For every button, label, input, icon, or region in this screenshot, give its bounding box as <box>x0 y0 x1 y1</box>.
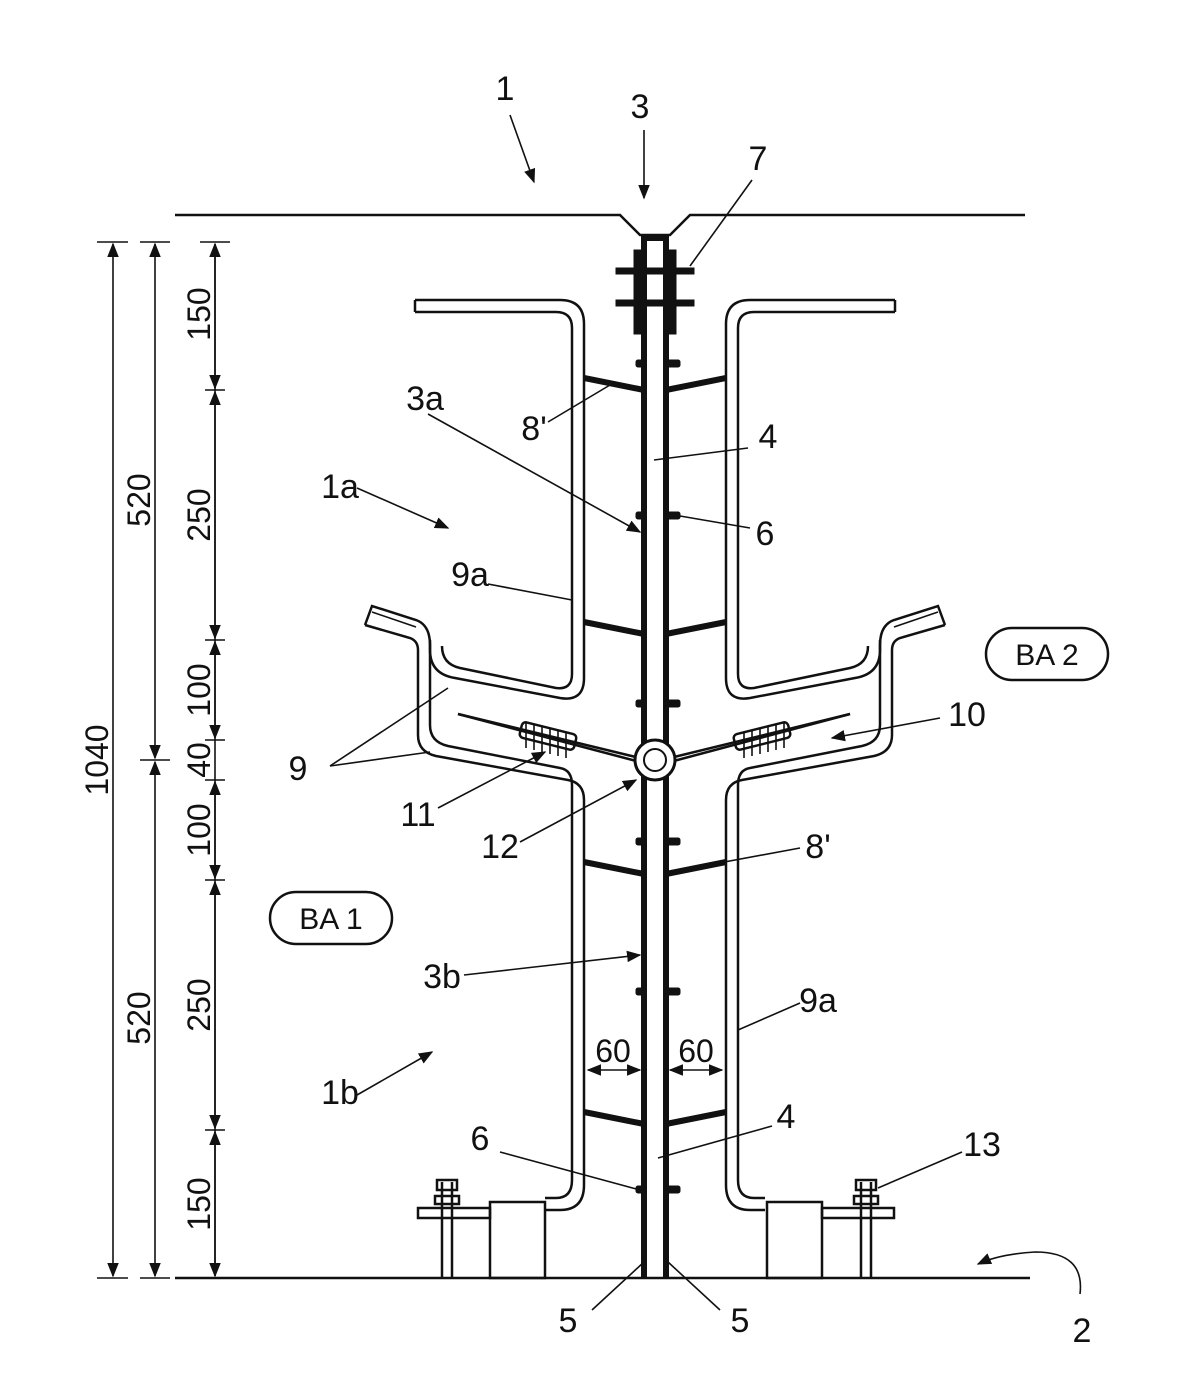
label-11: 11 <box>400 796 435 834</box>
insulator-right <box>732 721 792 758</box>
dim-seg-150-bottom: 150 <box>181 1177 217 1230</box>
dim-seg-40: 40 <box>181 742 217 778</box>
dim-seg-100-bottom: 100 <box>181 803 217 856</box>
base-block-left <box>488 1200 547 1280</box>
label-9: 9 <box>289 750 308 788</box>
reference-numerals: 1 3 7 3a 8' 4 1a 6 9a 9 10 11 12 8' 3b 9… <box>289 70 1092 1350</box>
svg-text:BA 1: BA 1 <box>299 903 362 936</box>
label-12: 12 <box>481 828 519 866</box>
dimension-labels: 1040 520 520 150 250 100 40 100 250 150 … <box>79 287 714 1230</box>
zone-ba1: BA 1 <box>268 890 394 946</box>
insulator-left <box>518 721 578 758</box>
right-connecting-busbar <box>724 604 947 1212</box>
mounting-studs <box>635 359 681 1194</box>
dim-gap-right: 60 <box>678 1033 714 1069</box>
label-3a: 3a <box>406 380 444 418</box>
left-connecting-busbar <box>363 604 586 1212</box>
label-6-bottom: 6 <box>471 1120 490 1158</box>
dim-upper-half: 520 <box>121 473 157 526</box>
label-6-top: 6 <box>756 515 775 553</box>
dim-seg-250-top: 250 <box>181 488 217 541</box>
label-1b: 1b <box>321 1074 359 1112</box>
dim-total: 1040 <box>79 724 115 795</box>
upper-left-busbar <box>413 298 586 700</box>
center-joint <box>633 738 677 782</box>
dim-seg-150-top: 150 <box>181 287 217 340</box>
label-13: 13 <box>963 1126 1001 1164</box>
upper-right-busbar <box>724 298 897 700</box>
dimension-lines <box>97 241 724 1279</box>
label-4-bottom: 4 <box>777 1098 796 1136</box>
svg-text:BA 2: BA 2 <box>1015 639 1078 672</box>
label-9a-top: 9a <box>451 556 489 594</box>
label-8prime-top: 8' <box>521 410 546 448</box>
label-1a: 1a <box>321 468 359 506</box>
zone-ba2: BA 2 <box>984 626 1110 682</box>
top-clamp <box>615 249 695 335</box>
dim-seg-250-bottom: 250 <box>181 978 217 1031</box>
label-7: 7 <box>749 140 768 178</box>
dim-gap-left: 60 <box>595 1033 631 1069</box>
leader-lines <box>329 114 1082 1311</box>
label-2: 2 <box>1073 1312 1092 1350</box>
label-1: 1 <box>496 70 515 108</box>
fastener-right <box>820 1178 896 1278</box>
label-5-right: 5 <box>731 1302 750 1340</box>
label-3: 3 <box>631 88 650 126</box>
dim-lower-half: 520 <box>121 991 157 1044</box>
label-9a-bottom: 9a <box>799 982 837 1020</box>
fastener-left <box>416 1178 492 1278</box>
label-5-left: 5 <box>559 1302 578 1340</box>
label-10: 10 <box>948 696 986 734</box>
label-8prime-bottom: 8' <box>805 828 830 866</box>
label-3b: 3b <box>423 958 461 996</box>
label-4-top: 4 <box>759 418 778 456</box>
cross-arm-left <box>457 712 641 764</box>
base-block-right <box>765 1200 824 1280</box>
top-boundary-line <box>175 213 1025 237</box>
dim-seg-100-top: 100 <box>181 663 217 716</box>
